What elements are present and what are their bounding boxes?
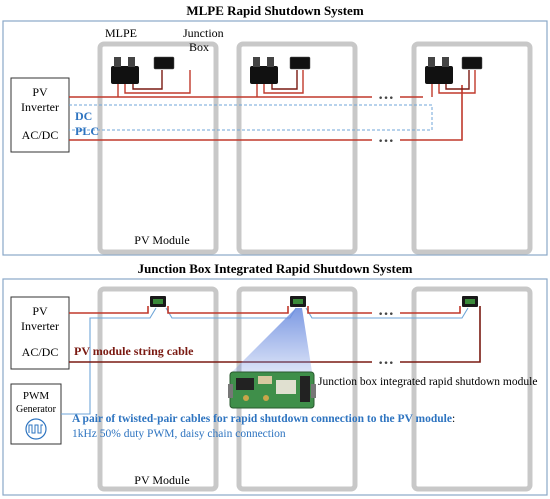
top-inverter-line2: Inverter	[21, 100, 59, 114]
duty-label: 1kHz 50% duty PWM, daisy chain connectio…	[72, 428, 286, 440]
bottom-ellipsis-1: •••	[378, 310, 394, 320]
junction-module-label: Junction box integrated rapid shutdown m…	[318, 376, 537, 388]
top-pv-module-2	[236, 41, 358, 255]
top-mlpe-device-1	[111, 57, 139, 84]
top-inverter-line1: PV	[32, 85, 48, 99]
bottom-ellipsis-2: •••	[378, 359, 394, 369]
top-ellipsis-2: •••	[378, 137, 394, 147]
bottom-string-cables	[69, 306, 481, 363]
string-cable-label: PV module string cable	[74, 344, 194, 358]
top-mlpe-wiring	[117, 70, 476, 97]
pwm-waveform-icon	[25, 418, 47, 440]
bottom-junction-box-1	[150, 296, 166, 307]
top-title: MLPE Rapid Shutdown System	[186, 3, 364, 18]
bottom-inverter-line1: PV	[32, 304, 48, 318]
top-module-label: PV Module	[134, 233, 189, 247]
bottom-module-label: PV Module	[134, 473, 189, 487]
top-ellipsis-1: •••	[378, 94, 394, 104]
top-plc-dashed-lines	[69, 104, 433, 131]
top-label-junction-line2: Box	[189, 40, 209, 54]
pwm-line2: Generator	[16, 404, 57, 415]
top-pv-module-3	[411, 41, 533, 255]
top-pv-module-1	[97, 41, 219, 255]
top-label-junction-line1: Junction	[183, 26, 224, 40]
top-string-cables	[69, 85, 463, 141]
bottom-junction-box-3	[462, 296, 478, 307]
bottom-inverter-box	[10, 296, 70, 370]
rapid-shutdown-pcb	[228, 371, 316, 409]
bottom-title: Junction Box Integrated Rapid Shutdown S…	[138, 261, 413, 276]
top-label-mlpe: MLPE	[105, 26, 137, 40]
top-inverter-box	[10, 77, 70, 153]
twisted-pair-label: A pair of twisted-pair cables for rapid …	[72, 413, 455, 425]
top-label-plc: PLC	[75, 124, 99, 138]
twisted-pair-colon: :	[452, 413, 455, 425]
top-junction-box-3	[461, 56, 483, 70]
top-frame	[2, 20, 548, 256]
bottom-frame	[2, 278, 548, 496]
zoom-beam	[232, 308, 312, 372]
top-mlpe-device-3	[425, 57, 453, 84]
bottom-pv-module-1	[97, 286, 219, 492]
top-mlpe-device-2	[250, 57, 278, 84]
pwm-line1: PWM	[23, 390, 50, 402]
bottom-inverter-line3: AC/DC	[22, 345, 59, 359]
top-inverter-line3: AC/DC	[22, 128, 59, 142]
top-junction-box-2	[289, 56, 311, 70]
twisted-pair-label-text: A pair of twisted-pair cables for rapid …	[72, 413, 452, 425]
bottom-inverter-line2: Inverter	[21, 319, 59, 333]
top-junction-box-1	[153, 56, 175, 70]
top-label-dc: DC	[75, 109, 92, 123]
bottom-junction-box-2	[290, 296, 306, 307]
bottom-pv-module-3	[411, 286, 533, 492]
